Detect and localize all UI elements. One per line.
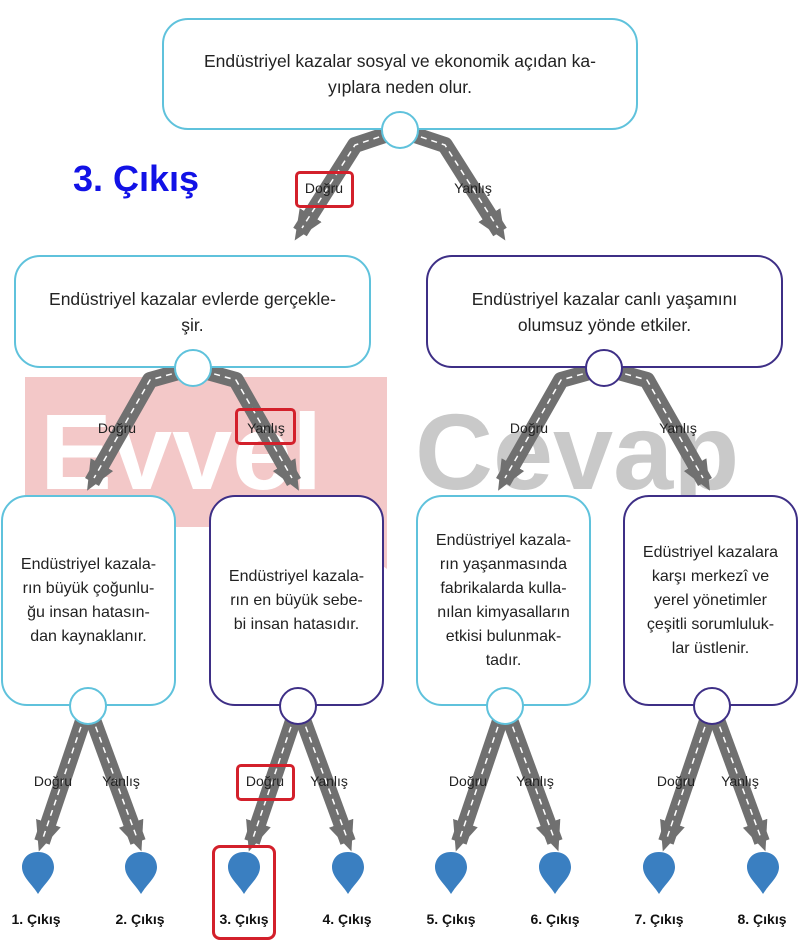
output-4: 4. Çıkış [322, 911, 372, 927]
highlight-root-true [295, 171, 354, 208]
statement-ll: Endüstriyel kazala- rın büyük çoğunlu- ğ… [1, 495, 176, 706]
statement-ll-text: Endüstriyel kazala- rın büyük çoğunlu- ğ… [20, 555, 157, 645]
pin-7-icon [643, 852, 675, 894]
road-rr-right [704, 703, 770, 852]
highlight-lr-true [236, 764, 295, 801]
pin-2-icon [125, 852, 157, 894]
pin-4-icon [332, 852, 364, 894]
road-rl-right [497, 703, 563, 852]
label-rr-false: Yanlış [721, 773, 759, 789]
label-rr-true: Doğru [656, 773, 696, 789]
output-1: 1. Çıkış [11, 911, 61, 927]
road-rr-left [658, 703, 720, 852]
statement-lr: Endüstriyel kazala- rın en büyük sebe- b… [209, 495, 384, 706]
output-8: 8. Çıkış [737, 911, 787, 927]
statement-rr-text: Edüstriyel kazalara karşı merkezî ve yer… [642, 543, 779, 657]
label-ll-true: Doğru [33, 773, 73, 789]
pin-8-icon [747, 852, 779, 894]
label-l1-true: Doğru [97, 420, 137, 436]
pin-5-icon [435, 852, 467, 894]
output-5: 5. Çıkış [426, 911, 476, 927]
highlight-l1-false [235, 408, 296, 445]
connector-ll [69, 687, 107, 725]
label-rl-false: Yanlış [516, 773, 554, 789]
connector-lr [279, 687, 317, 725]
statement-root-text: Endüstriyel kazalar sosyal ve ekonomik a… [204, 51, 596, 97]
output-6: 6. Çıkış [530, 911, 580, 927]
road-rl-left [451, 703, 513, 852]
connector-l1 [174, 349, 212, 387]
label-l1-false: Yanlış [247, 420, 285, 436]
pin-1-icon [22, 852, 54, 894]
label-ll-false: Yanlış [102, 773, 140, 789]
output-3: 3. Çıkış [219, 911, 269, 927]
road-lr-left [244, 703, 306, 852]
output-2: 2. Çıkış [115, 911, 165, 927]
statement-r1-text: Endüstriyel kazalar canlı yaşamını olums… [471, 288, 738, 335]
label-r1-true: Doğru [509, 420, 549, 436]
label-root-false: Yanlış [454, 180, 492, 196]
highlight-output-3 [212, 845, 276, 940]
label-lr-true: Doğru [245, 773, 285, 789]
statement-rl: Endüstriyel kazala- rın yaşanmasında fab… [416, 495, 591, 706]
connector-rl [486, 687, 524, 725]
statement-lr-text: Endüstriyel kazala- rın en büyük sebe- b… [228, 567, 365, 633]
pin-6-icon [539, 852, 571, 894]
connector-root [381, 111, 419, 149]
statement-rr: Edüstriyel kazalara karşı merkezî ve yer… [623, 495, 798, 706]
road-lr-right [290, 703, 356, 852]
label-root-true: Doğru [304, 180, 344, 196]
statement-l1-text: Endüstriyel kazalar evlerde gerçekle- şi… [49, 288, 336, 335]
connector-rr [693, 687, 731, 725]
pin-3-icon [228, 852, 260, 894]
statement-rl-text: Endüstriyel kazala- rın yaşanmasında fab… [435, 531, 572, 669]
road-ll-left [34, 703, 96, 852]
connector-r1 [585, 349, 623, 387]
label-r1-false: Yanlış [659, 420, 697, 436]
answer-title: 3. Çıkış [73, 158, 200, 199]
road-ll-right [80, 703, 146, 852]
output-7: 7. Çıkış [634, 911, 684, 927]
label-lr-false: Yanlış [310, 773, 348, 789]
label-rl-true: Doğru [448, 773, 488, 789]
